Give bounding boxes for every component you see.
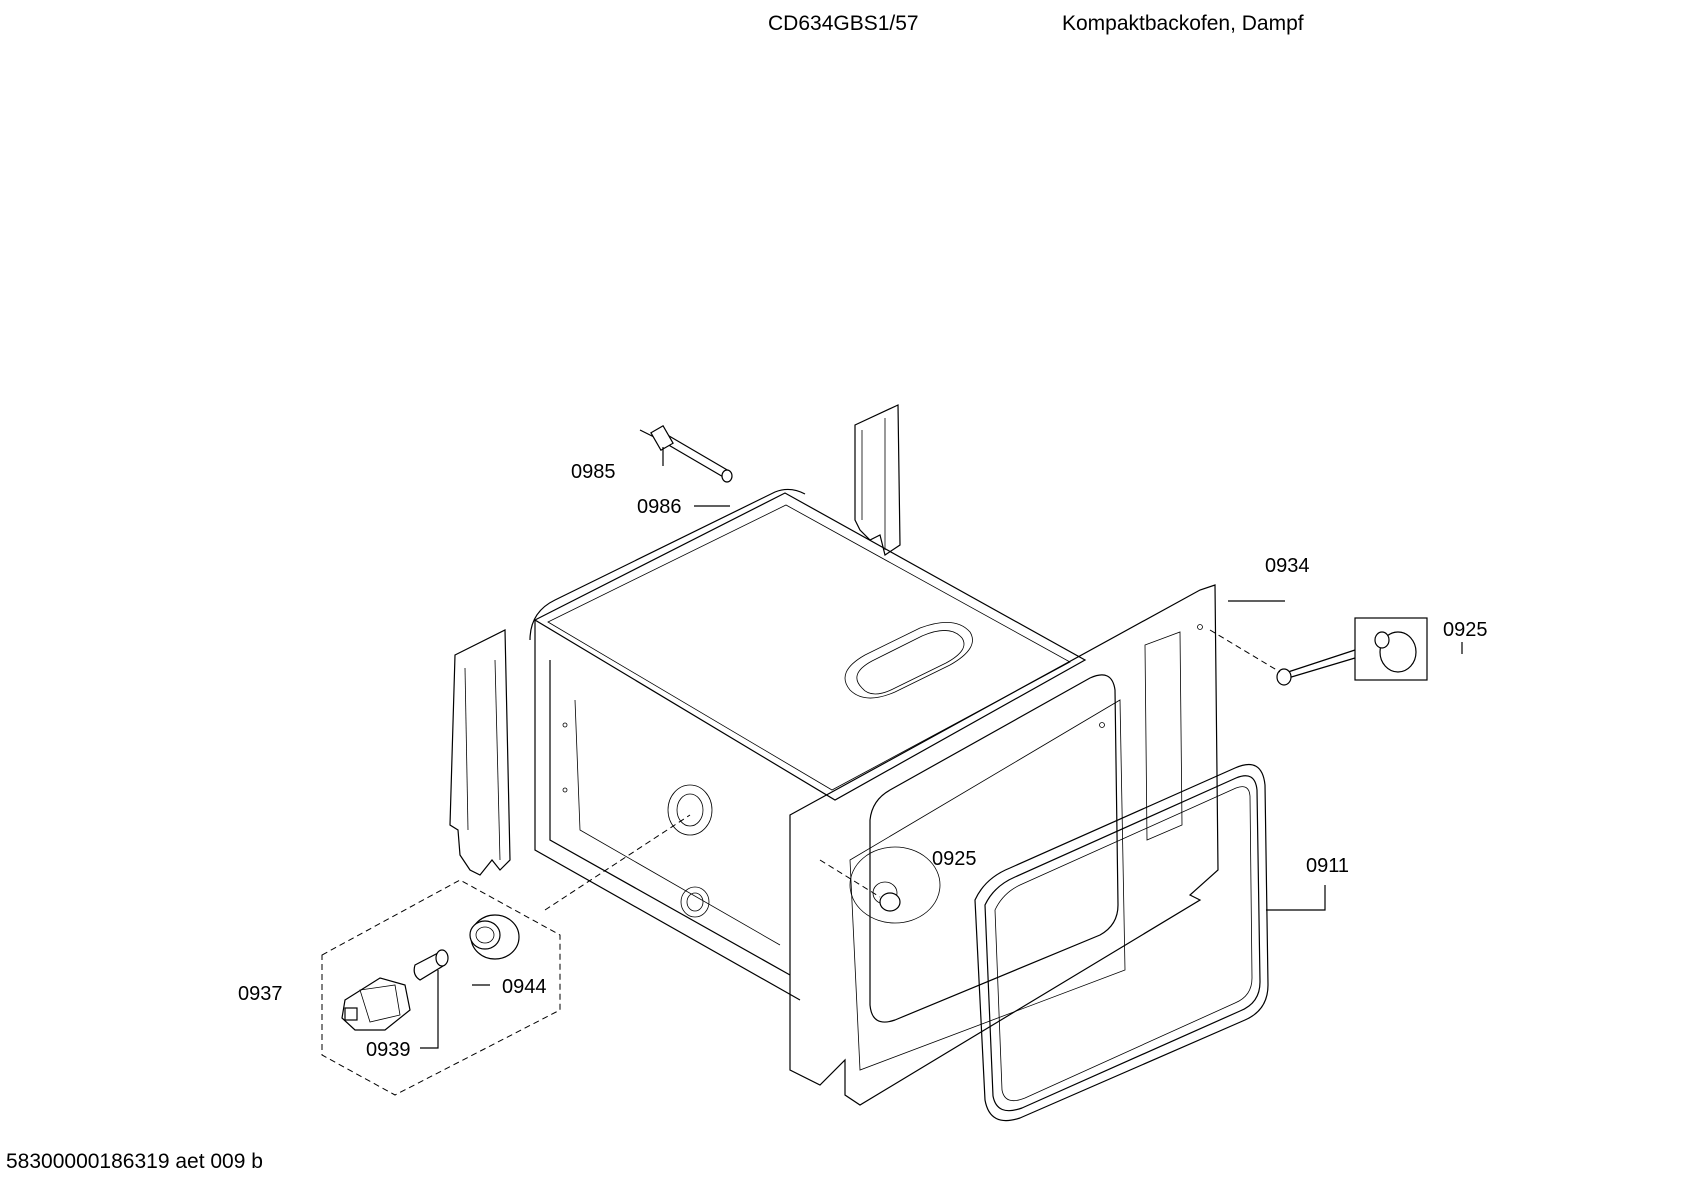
- callout-0985: 0985: [571, 461, 616, 483]
- lamp-holder-0925: [819, 859, 901, 912]
- left-side-rail: [449, 629, 511, 876]
- callout-0944: 0944: [502, 976, 547, 998]
- knob-part-0925: [1209, 617, 1428, 686]
- callout-0934: 0934: [1265, 555, 1310, 577]
- door-seal-0911: [974, 763, 1269, 1122]
- model-number: CD634GBS1/57: [768, 12, 919, 35]
- rear-side-rail: [854, 404, 901, 556]
- appliance-description: Kompaktbackofen, Dampf: [1062, 12, 1304, 35]
- callout-0925-upper: 0925: [1443, 619, 1488, 641]
- callout-0925-lower: 0925: [932, 848, 977, 870]
- oven-cavity: [529, 488, 1219, 1106]
- lamp-assembly-0937: [321, 814, 691, 1096]
- sensor-rod-0985: [639, 425, 733, 483]
- leader-lines: [420, 447, 1463, 1049]
- document-code: 58300000186319 aet 009 b: [6, 1150, 263, 1173]
- callout-0939: 0939: [366, 1039, 411, 1061]
- callout-0937: 0937: [238, 983, 283, 1005]
- callout-0911: 0911: [1306, 855, 1349, 877]
- callout-0986: 0986: [637, 496, 682, 518]
